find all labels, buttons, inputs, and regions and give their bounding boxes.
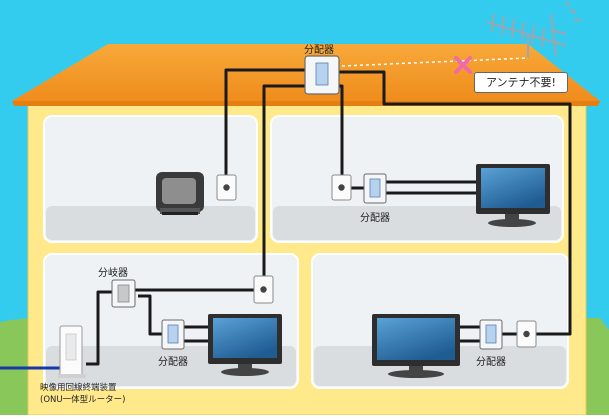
wall-outlet-upper-right — [331, 174, 352, 201]
onu-label-line2: (ONU一体型ルーター) — [40, 395, 126, 405]
wall-outlet-lower-right — [516, 320, 537, 348]
flat-tv-upper-right — [476, 164, 550, 227]
splitter-roof-label: 分配器 — [304, 45, 334, 56]
splitter-lower-left-label: 分配器 — [158, 357, 188, 368]
coax-cables — [86, 68, 572, 366]
crt-tv-icon — [156, 172, 204, 215]
flat-tv-lower-right — [372, 314, 460, 378]
cross-icon — [454, 56, 472, 74]
antenna-icon — [486, 1, 581, 58]
branch-box-label: 分岐器 — [98, 268, 128, 279]
wall-outlet-lower-left — [253, 275, 274, 304]
splitter-lower-left — [161, 319, 185, 350]
branch-box — [111, 279, 136, 308]
onu-label-line1: 映像用回線終端装置 — [40, 383, 117, 393]
flat-tv-lower-left — [208, 314, 282, 376]
wall-outlet-upper-left — [216, 174, 237, 201]
splitter-lower-right-label: 分配器 — [476, 357, 506, 368]
room-upper-left — [43, 115, 258, 243]
splitter-lower-right — [479, 319, 503, 350]
splitter-upper-right — [363, 173, 387, 204]
splitter-roof — [304, 55, 340, 95]
splitter-upper-right-label: 分配器 — [360, 213, 390, 224]
onu-router-icon — [58, 325, 86, 378]
antenna-note: アンテナ不要! — [474, 72, 568, 93]
antenna-dashed-link — [341, 57, 529, 67]
